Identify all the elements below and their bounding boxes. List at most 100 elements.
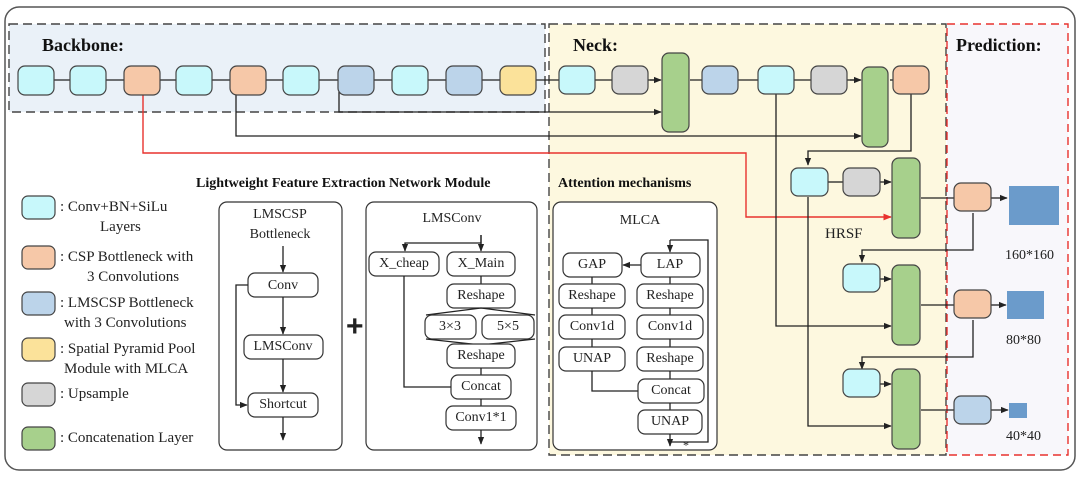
backbone-block-lmscsp (445, 65, 483, 96)
prediction-region (946, 23, 1069, 456)
kernel-5x5-label: 5×5 (497, 319, 519, 334)
hrsf-conv (790, 167, 829, 197)
right-reshape-1-label: Reshape (646, 288, 693, 303)
backbone-block-conv (391, 65, 429, 96)
x-cheap-label: X_cheap (379, 256, 429, 271)
backbone-block-csp (123, 65, 161, 96)
legend-swatch-sppf (21, 337, 56, 362)
mlca-module: MLCA GAP Reshape Conv1d UNAP LAP Reshape… (552, 201, 718, 452)
pred-lmscsp (953, 395, 992, 425)
legend-text-conv-1: Layers (100, 219, 141, 235)
neck-concat-3 (891, 264, 921, 346)
legend-text-csp-1: 3 Convolutions (87, 269, 179, 285)
gap-label: GAP (578, 257, 606, 272)
red-hrsf-path (142, 92, 892, 221)
pred-csp-1 (953, 182, 992, 212)
mlca-concat-box (637, 378, 705, 404)
neck-conv-3 (842, 263, 881, 293)
backbone-block-conv (282, 65, 320, 96)
mlca-title: MLCA (620, 213, 661, 228)
attention-title: Attention mechanisms (558, 176, 692, 191)
lmscsp-shortcut-label: Shortcut (259, 397, 307, 412)
legend-text-csp-0: : CSP Bottleneck with (60, 249, 194, 265)
neck-upsample-2 (810, 65, 848, 95)
backbone-block-conv (69, 65, 107, 96)
left-reshape-label: Reshape (568, 288, 615, 303)
right-reshape-2-label: Reshape (646, 351, 693, 366)
output-label-40: 40*40 (1006, 429, 1041, 444)
reshape-2-label: Reshape (457, 348, 504, 363)
output-map-80 (1007, 291, 1044, 319)
lightweight-module-title: Lightweight Feature Extraction Network M… (196, 176, 490, 191)
left-unap-label: UNAP (573, 351, 611, 366)
lmscsp-conv-label: Conv (268, 278, 298, 293)
legend-item-concat: : Concatenation Layer (21, 426, 193, 451)
legend-text-lmscsp-1: with 3 Convolutions (64, 315, 187, 331)
neck-conv-to-concat4 (775, 92, 892, 330)
output-label-80: 80*80 (1006, 333, 1041, 348)
hrsf-label: HRSF (825, 226, 863, 242)
skip-lmscsp-to-concat1 (338, 92, 662, 116)
legend-swatch-concat (21, 426, 56, 451)
legend-text-conv-0: : Conv+BN+SiLu (60, 199, 168, 215)
right-conv1d-label: Conv1d (648, 319, 692, 334)
legend-swatch-upsample (21, 382, 56, 407)
prediction-blocks: 160*160 80*80 40*40 (953, 182, 1059, 444)
legend-item-upsample: : Upsample (21, 382, 129, 407)
x-main-label: X_Main (458, 256, 505, 271)
left-conv1d-label: Conv1d (570, 319, 614, 334)
hrsf-upsample (842, 167, 881, 197)
kernel-5x5-box (481, 314, 535, 340)
reshape-1-label: Reshape (457, 288, 504, 303)
hrsf-concat (891, 157, 921, 239)
neck-csp-to-hrsf (804, 92, 912, 166)
output-map-160 (1009, 186, 1059, 225)
legend-item-csp: : CSP Bottleneck with 3 Convolutions (21, 245, 194, 285)
legend-item-lmscsp: : LMSCSP Bottleneck with 3 Convolutions (21, 291, 194, 331)
backbone-block-lmscsp (337, 65, 375, 96)
backbone-block-sppf (499, 65, 537, 96)
legend-text-sppf-1: Module with MLCA (64, 361, 188, 377)
kernel-3x3-label: 3×3 (439, 319, 461, 334)
neck-blocks (558, 52, 930, 450)
lmsconv-title: LMSConv (422, 211, 481, 226)
backbone-block-conv (175, 65, 213, 96)
backbone-title: Backbone: (42, 35, 124, 55)
prediction-title: Prediction: (956, 35, 1042, 55)
legend-swatch-lmscsp (21, 291, 56, 316)
lmscsp-lmsconv-label: LMSConv (253, 339, 312, 354)
conv1x1-label: Conv1*1 (455, 410, 506, 425)
legend-swatch-conv (21, 195, 56, 220)
backbone-blocks (17, 65, 537, 96)
pred-csp-2 (953, 289, 992, 319)
mlca-concat-label: Concat (651, 383, 691, 398)
lmscsp-title-line-1: LMSCSP (253, 207, 307, 222)
lmscsp-module: LMSCSP Bottleneck Conv LMSConv Shortcut (218, 201, 343, 451)
lap-label: LAP (657, 257, 684, 272)
legend-text-upsample-0: : Upsample (60, 386, 129, 402)
backbone-block-conv (17, 65, 55, 96)
neck-concat-4 (891, 368, 921, 450)
neck-csp (892, 65, 930, 95)
neck-upsample-1 (611, 65, 649, 95)
multiply-star: * (683, 438, 689, 452)
legend-text-sppf-0: : Spatial Pyramid Pool (60, 341, 195, 357)
lmscsp-title-line-2: Bottleneck (250, 227, 311, 242)
lmsconv-module: LMSConv X_cheap X_Main Reshape 3×3 5×5 R… (365, 201, 538, 451)
neck-conv-1 (558, 65, 596, 95)
output-label-160: 160*160 (1005, 248, 1054, 263)
neck-lmscsp (701, 65, 739, 95)
neck-conv-2 (757, 65, 795, 95)
hrsf-conv-to-concat3 (807, 197, 892, 430)
output-map-40 (1009, 403, 1027, 418)
lmsconv-concat-label: Concat (461, 379, 501, 394)
legend-text-lmscsp-0: : LMSCSP Bottleneck (60, 295, 194, 311)
plus-sign: + (346, 310, 364, 343)
neck-concat-1 (661, 52, 690, 133)
skip-csp-to-concat2 (235, 92, 862, 140)
mlca-unap-label: UNAP (651, 414, 689, 429)
legend-swatch-csp (21, 245, 56, 270)
